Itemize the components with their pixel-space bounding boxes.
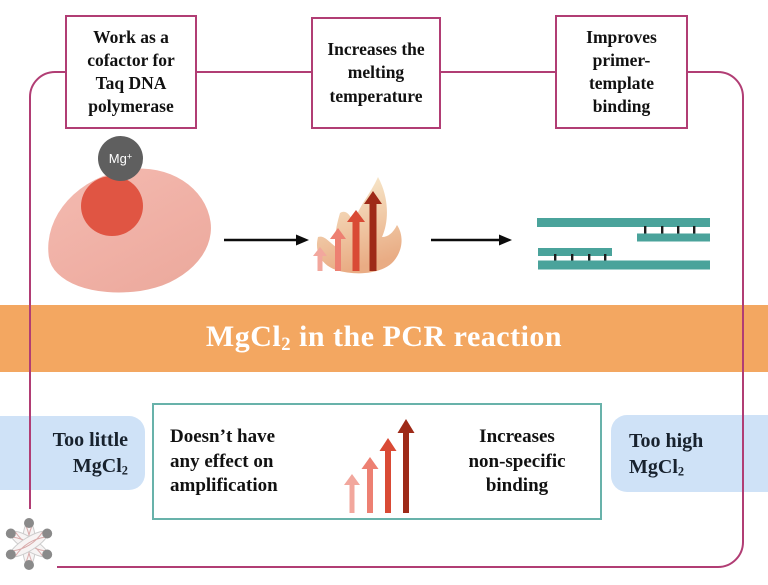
base-pair-ticks-bottom	[554, 254, 607, 262]
primer-strand-bottom	[538, 248, 612, 256]
amp-arrow-1	[344, 474, 360, 513]
magnesium-ion-icon: Mg+	[98, 136, 143, 181]
temp-arrow-2	[330, 228, 346, 271]
too-little-formula: MgCl2	[72, 455, 128, 478]
mgcl2-effects-box: Doesn’t have any effect on amplification…	[152, 403, 602, 520]
amp-arrow-3	[379, 438, 397, 513]
temp-arrow-4	[364, 191, 382, 271]
too-high-formula: MgCl2	[629, 455, 685, 479]
mg-ion-label: Mg+	[108, 151, 133, 166]
low-mgcl2-effect-text: Doesn’t have any effect on amplification	[170, 426, 278, 497]
template-strand-top	[537, 218, 710, 227]
template-strand-bottom	[538, 260, 710, 270]
right-arrow-icon	[431, 234, 512, 246]
top-box-cofactor: Work as a cofactor for Taq DNA polymeras…	[65, 15, 197, 129]
top-box-primer-binding: Improves primer- template binding	[555, 15, 688, 129]
amp-arrow-2	[361, 457, 379, 513]
melting-temperature-flame-icon	[313, 177, 402, 274]
temp-arrow-1	[313, 247, 327, 271]
too-high-label: Too high	[629, 429, 704, 452]
amplification-arrows-icon	[344, 419, 415, 513]
base-pair-ticks-top	[644, 226, 696, 234]
primer-template-dna-icon	[537, 218, 710, 270]
dna-snowflake-logo-icon	[5, 518, 53, 570]
too-little-mgcl2-box: Too little MgCl2	[0, 416, 145, 490]
diagram-title: MgCl2 in the PCR reaction	[205, 320, 563, 356]
enzyme-active-site-icon	[81, 176, 143, 236]
amp-arrow-4	[397, 419, 415, 513]
primer-strand-top	[637, 233, 710, 242]
high-mgcl2-effect-text: Increases non-specific binding	[468, 426, 566, 497]
right-arrow-icon	[224, 234, 309, 246]
too-little-label: Too little	[52, 429, 128, 451]
logo-nodes	[5, 518, 53, 570]
logo-bands	[9, 521, 49, 567]
too-high-mgcl2-box: Too high MgCl2	[611, 415, 768, 492]
title-banner: MgCl2 in the PCR reaction	[0, 305, 768, 372]
temp-arrow-3	[347, 210, 365, 271]
top-box-melting-temperature: Increases the melting temperature	[311, 17, 441, 129]
